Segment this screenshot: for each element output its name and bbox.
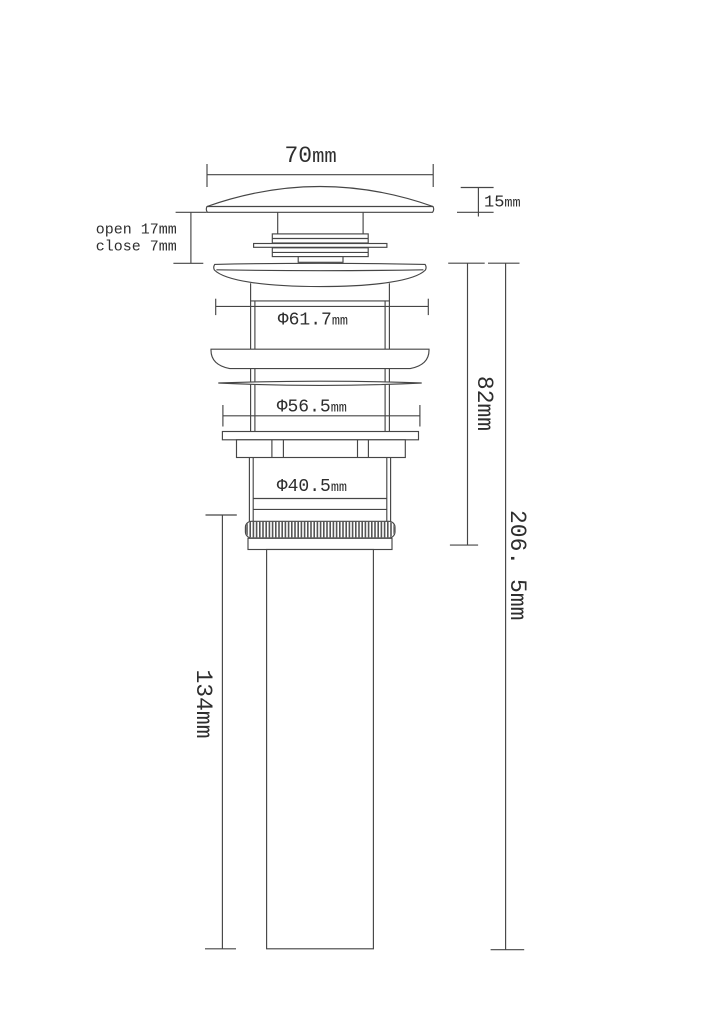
svg-text:15mm: 15mm [484,193,521,212]
svg-text:206. 5mm: 206. 5mm [504,510,530,620]
svg-text:82mm: 82mm [471,376,497,431]
svg-text:close 7mm: close 7mm [96,239,177,256]
svg-text:Φ56.5mm: Φ56.5mm [277,398,347,418]
svg-text:Φ61.7mm: Φ61.7mm [278,311,348,331]
svg-text:Φ40.5mm: Φ40.5mm [277,477,347,497]
svg-text:70mm: 70mm [285,143,337,169]
svg-text:134mm: 134mm [190,670,216,739]
svg-text:open 17mm: open 17mm [96,221,177,238]
